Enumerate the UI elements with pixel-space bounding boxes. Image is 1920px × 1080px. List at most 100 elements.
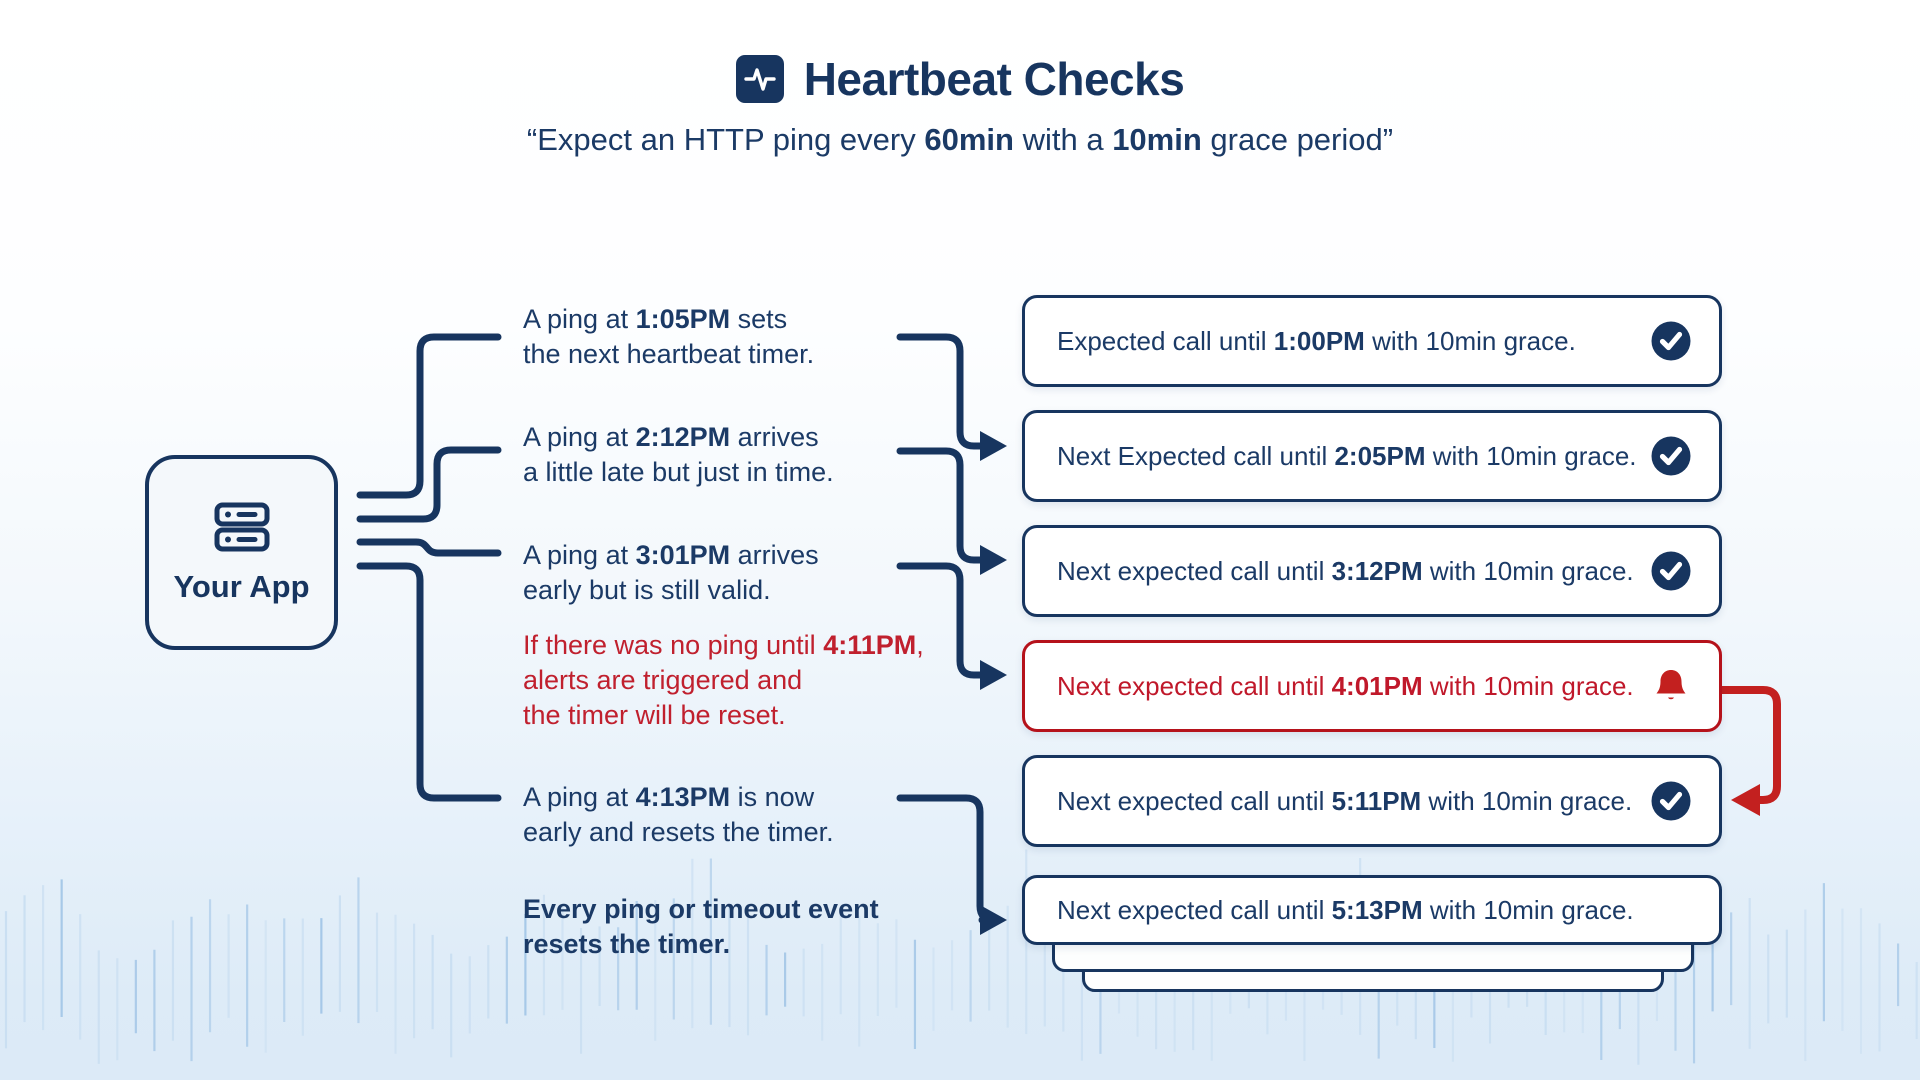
note-line: If there was no ping until 4:11PM, [523,628,943,663]
note-line: A ping at 4:13PM is now [523,780,943,815]
arrowhead-into-box-2 [980,431,1007,461]
text-run: early and resets the timer. [523,817,834,847]
arrowhead-into-box-6 [980,905,1007,935]
text-run: sets [730,304,788,334]
note-line: A ping at 1:05PM sets [523,302,943,337]
text-run: Next Expected call until [1057,440,1335,471]
time-emphasis: 1:05PM [635,304,731,334]
note-line: the timer will be reset. [523,698,943,733]
text-run: A ping at [523,540,636,570]
activity-pulse-icon [735,55,784,103]
status-box-3: Next expected call until 3:12PM with 10m… [1022,525,1722,617]
connector-note-3-to-box-4 [896,562,986,679]
arrowhead-into-box-4 [980,660,1007,690]
text-run: with 10min grace. [1425,440,1637,471]
text-run: arrives [730,422,819,452]
text-run: arrives [730,540,819,570]
note-3: A ping at 3:01PM arrives early but is sti… [523,538,943,608]
arrowhead-into-box-3 [980,545,1007,575]
status-box-text: Next expected call until 5:11PM with 10m… [1057,786,1649,817]
title-row: Heartbeat Checks [0,52,1920,106]
connector-note-1-to-box-2 [896,333,986,450]
time-emphasis: 4:13PM [635,782,731,812]
text-run: with 10min grace. [1364,325,1576,356]
status-box-2: Next Expected call until 2:05PM with 10m… [1022,410,1722,502]
text-run: with 10min grace. [1422,894,1634,925]
text-run: alerts are triggered and [523,665,803,695]
text-run: If there was no ping until [523,630,824,660]
note-line: resets the timer. [523,927,943,962]
time-emphasis: 5:11PM [1331,785,1422,816]
time-emphasis: 2:05PM [1334,440,1426,471]
timeout-reset-connector [1718,686,1781,804]
time-emphasis: 4:11PM [823,630,917,660]
text-run: with 10min grace. [1421,785,1633,816]
time-emphasis: resets the timer. [523,929,731,959]
note-line: A ping at 2:12PM arrives [523,420,943,455]
time-emphasis: 3:12PM [1331,555,1423,586]
time-emphasis: 4:01PM [1331,670,1423,701]
status-box-5: Next expected call until 5:11PM with 10m… [1022,755,1722,847]
status-box-text: Next expected call until 3:12PM with 10m… [1057,556,1649,587]
your-app-node: Your App [145,455,338,650]
connector-app-to-note-3 [356,538,502,557]
text-run: Next expected call until [1057,670,1332,701]
time-emphasis: 10min [1112,122,1202,157]
time-emphasis: 5:13PM [1331,894,1423,925]
status-box-text: Next Expected call until 2:05PM with 10m… [1057,441,1649,472]
note-line: early and resets the timer. [523,815,943,850]
text-run: early but is still valid. [523,575,771,605]
note-line: the next heartbeat timer. [523,337,943,372]
connector-note-2-to-box-3 [896,447,986,564]
status-box-6: Next expected call until 5:13PM with 10m… [1022,875,1722,945]
check-circle-icon [1649,434,1693,478]
time-emphasis: 3:01PM [635,540,731,570]
text-run: with a [1013,122,1113,157]
status-box-text: Next expected call until 4:01PM with 10m… [1057,671,1649,702]
text-run: “Expect an HTTP ping every [526,122,925,157]
text-run: Next expected call until [1057,785,1332,816]
note-line: alerts are triggered and [523,663,943,698]
timeout-reset-arrowhead [1731,784,1760,816]
text-run: A ping at [523,422,636,452]
check-circle-icon [1649,779,1693,823]
check-circle-icon [1649,319,1693,363]
header: Heartbeat Checks “Expect an HTTP ping ev… [0,52,1920,158]
text-run: A ping at [523,304,636,334]
time-emphasis: 60min [924,122,1014,157]
note-6: Every ping or timeout event resets the ti… [523,892,943,962]
text-run: Next expected call until [1057,555,1332,586]
note-line: early but is still valid. [523,573,943,608]
text-run: the next heartbeat timer. [523,339,815,369]
note-line: Every ping or timeout event [523,892,943,927]
text-run: grace period” [1201,122,1394,157]
note-line: a little late but just in time. [523,455,943,490]
connector-app-to-note-2 [356,446,502,523]
alert-bell-icon [1649,664,1693,708]
app-node-label: Your App [173,569,310,604]
status-box-text: Expected call until 1:00PM with 10min gr… [1057,326,1649,357]
subtitle: “Expect an HTTP ping every 60min with a … [0,122,1920,158]
status-box-4: Next expected call until 4:01PM with 10m… [1022,640,1722,732]
time-emphasis: 1:00PM [1273,325,1365,356]
text-run: the timer will be reset. [523,700,786,730]
note-4: If there was no ping until 4:11PM,alerts… [523,628,943,733]
status-box-text: Next expected call until 5:13PM with 10m… [1057,895,1693,926]
text-run: Next expected call until [1057,894,1332,925]
text-run: with 10min grace. [1422,555,1634,586]
text-run: A ping at [523,782,636,812]
text-run: , [916,630,924,660]
server-icon [212,500,272,559]
status-box-1: Expected call until 1:00PM with 10min gr… [1022,295,1722,387]
check-circle-icon [1649,549,1693,593]
page-title: Heartbeat Checks [803,53,1185,105]
text-run: is now [730,782,815,812]
connector-app-to-note-5 [356,562,502,802]
text-run: with 10min grace. [1422,670,1634,701]
time-emphasis: Every ping or timeout event [523,894,879,924]
time-emphasis: 2:12PM [635,422,731,452]
